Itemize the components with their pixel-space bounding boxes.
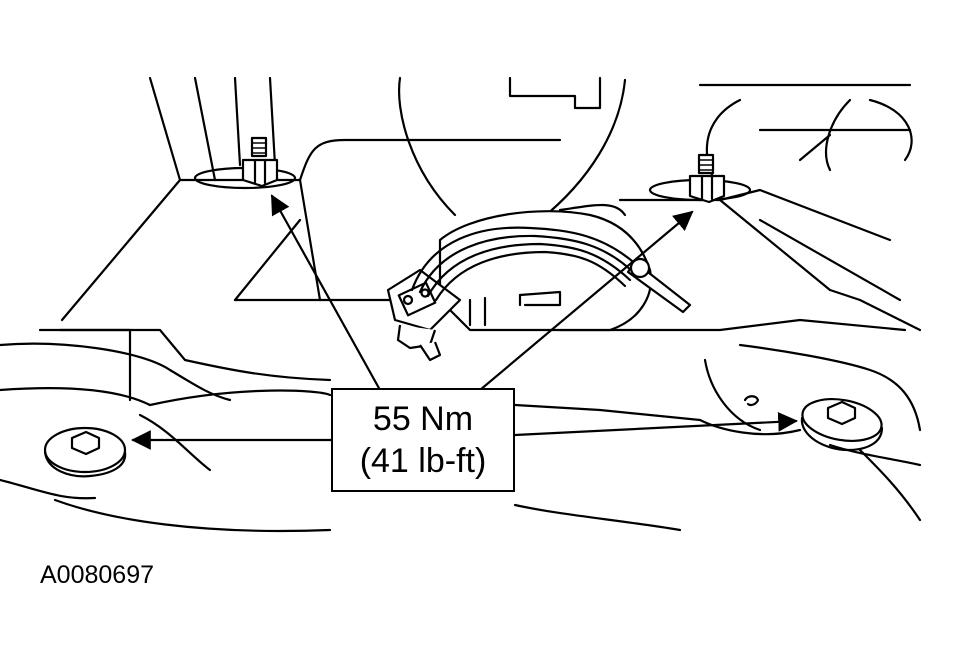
subframe	[0, 342, 922, 533]
right-lower-bolt	[800, 398, 884, 452]
right-upper-stud	[648, 153, 752, 204]
torque-nm-label: 55 Nm	[372, 400, 474, 438]
figure-id: A0080697	[40, 561, 155, 589]
left-lower-bolt	[43, 426, 127, 478]
torque-lbft-label: (41 lb-ft)	[359, 442, 487, 480]
connector-harness	[386, 226, 692, 362]
torque-callout: 55 Nm (41 lb-ft)	[331, 388, 515, 492]
leader-arrows	[131, 194, 798, 450]
left-upper-stud	[193, 136, 297, 190]
